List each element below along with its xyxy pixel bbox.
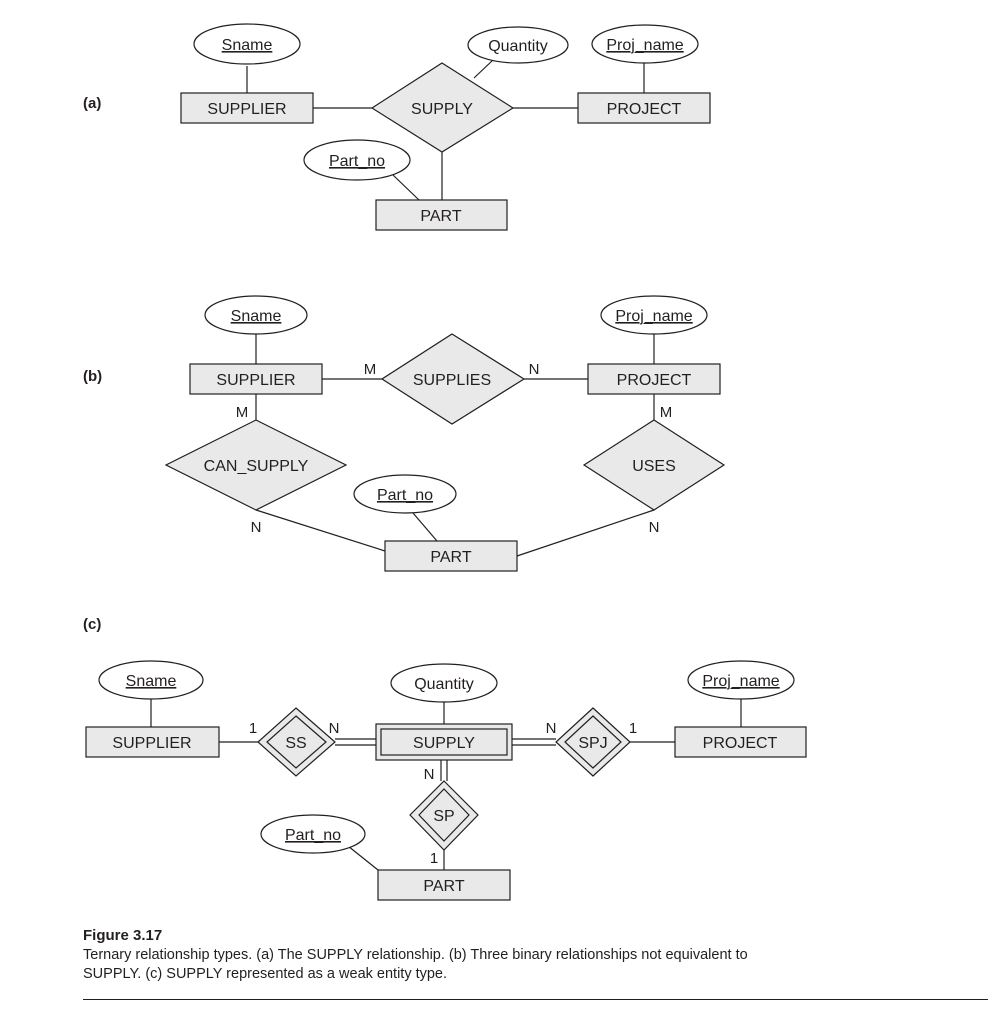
double-connector-supply-sp bbox=[440, 760, 448, 781]
cardinality-ss-supplier: 1 bbox=[249, 720, 257, 737]
cardinality-sp-part: 1 bbox=[430, 850, 438, 867]
panel-b: (b) Sname Proj_name Part_no SUPPLIER PRO… bbox=[83, 295, 726, 572]
figure-caption: Figure 3.17 Ternary relationship types. … bbox=[83, 927, 983, 984]
entity-part-label: PART bbox=[430, 549, 471, 566]
attribute-quantity bbox=[467, 26, 569, 64]
entity-supplier bbox=[189, 363, 323, 395]
entity-part bbox=[375, 199, 508, 231]
attribute-sname bbox=[204, 295, 308, 335]
cardinality-spj-supply: N bbox=[546, 720, 557, 737]
bottom-divider bbox=[83, 999, 988, 1000]
cardinality-can-supply-part: N bbox=[251, 519, 262, 536]
relationship-uses bbox=[582, 419, 726, 511]
connector-partno-part bbox=[347, 845, 379, 871]
attribute-part-no-label: Part_no bbox=[329, 153, 385, 170]
connector-quantity-supply bbox=[473, 59, 494, 79]
attribute-sname-label: Sname bbox=[126, 673, 177, 690]
identifying-relationship-spj-label: SPJ bbox=[578, 735, 607, 752]
weak-entity-supply-label: SUPPLY bbox=[413, 735, 475, 752]
attribute-quantity-label: Quantity bbox=[488, 38, 548, 55]
identifying-relationship-ss-label: SS bbox=[285, 735, 306, 752]
attribute-part-no-label: Part_no bbox=[285, 827, 341, 844]
attribute-quantity-label: Quantity bbox=[414, 676, 474, 693]
cardinality-sp-supply: N bbox=[424, 766, 435, 783]
connector-partno-part bbox=[412, 512, 438, 542]
figure-caption-text: Ternary relationship types. (a) The SUPP… bbox=[83, 947, 748, 982]
entity-project bbox=[587, 363, 721, 395]
weak-entity-supply bbox=[375, 723, 513, 761]
attribute-proj-name bbox=[600, 295, 708, 335]
panel-a: (a) Sname Quantity Proj_name Part_no SUP… bbox=[83, 23, 711, 231]
entity-supplier-label: SUPPLIER bbox=[112, 735, 191, 752]
entity-part-label: PART bbox=[423, 878, 464, 895]
relationship-supplies-label: SUPPLIES bbox=[413, 372, 491, 389]
panel-c: (c) Sname Quantity Proj_name Part_no bbox=[83, 616, 807, 901]
double-connector-supply-spj bbox=[512, 738, 556, 746]
identifying-relationship-spj bbox=[555, 707, 631, 777]
attribute-quantity bbox=[390, 663, 498, 703]
attribute-proj-name-label: Proj_name bbox=[606, 37, 683, 54]
entity-supplier bbox=[180, 92, 314, 124]
relationship-can-supply-label: CAN_SUPPLY bbox=[204, 458, 309, 475]
panel-c-label: (c) bbox=[83, 616, 101, 633]
attribute-sname bbox=[98, 660, 204, 700]
entity-supplier bbox=[85, 726, 220, 758]
cardinality-uses-project: M bbox=[660, 404, 673, 421]
entity-supplier-label: SUPPLIER bbox=[216, 372, 295, 389]
relationship-supplies bbox=[380, 333, 526, 425]
cardinality-uses-part: N bbox=[649, 519, 660, 536]
entity-project-label: PROJECT bbox=[607, 101, 682, 118]
entity-project-label: PROJECT bbox=[617, 372, 692, 389]
attribute-proj-name bbox=[687, 660, 795, 700]
attribute-part-no-label: Part_no bbox=[377, 487, 433, 504]
cardinality-ss-supply: N bbox=[329, 720, 340, 737]
identifying-relationship-ss bbox=[257, 707, 336, 777]
relationship-supply bbox=[370, 62, 515, 153]
panel-a-label: (a) bbox=[83, 95, 101, 112]
attribute-sname-label: Sname bbox=[231, 308, 282, 325]
attribute-part-no bbox=[303, 139, 411, 181]
entity-project bbox=[674, 726, 807, 758]
attribute-part-no bbox=[353, 474, 457, 514]
connector-uses-part bbox=[516, 509, 655, 557]
attribute-proj-name-label: Proj_name bbox=[615, 308, 692, 325]
double-connector-ss-supply bbox=[335, 738, 376, 746]
entity-part bbox=[377, 869, 511, 901]
panel-b-label: (b) bbox=[83, 368, 102, 385]
entity-project bbox=[577, 92, 711, 124]
cardinality-supplies-supplier: M bbox=[364, 361, 377, 378]
cardinality-can-supply-supplier: M bbox=[236, 404, 249, 421]
attribute-proj-name-label: Proj_name bbox=[702, 673, 779, 690]
entity-project-label: PROJECT bbox=[703, 735, 778, 752]
attribute-sname bbox=[193, 23, 301, 65]
cardinality-supplies-project: N bbox=[529, 361, 540, 378]
connector-partno-part bbox=[392, 174, 420, 201]
entity-supplier-label: SUPPLIER bbox=[207, 101, 286, 118]
relationship-uses-label: USES bbox=[632, 458, 676, 475]
attribute-sname-label: Sname bbox=[222, 37, 273, 54]
cardinality-spj-project: 1 bbox=[629, 720, 637, 737]
entity-part-label: PART bbox=[420, 208, 461, 225]
connector-can-supply-part bbox=[255, 509, 386, 552]
relationship-can-supply bbox=[164, 419, 348, 511]
attribute-part-no bbox=[260, 814, 366, 854]
attribute-proj-name bbox=[591, 24, 699, 64]
entity-part bbox=[384, 540, 518, 572]
identifying-relationship-sp-label: SP bbox=[433, 808, 454, 825]
relationship-supply-label: SUPPLY bbox=[411, 101, 473, 118]
identifying-relationship-sp bbox=[409, 780, 479, 851]
figure-caption-title: Figure 3.17 bbox=[83, 927, 163, 944]
